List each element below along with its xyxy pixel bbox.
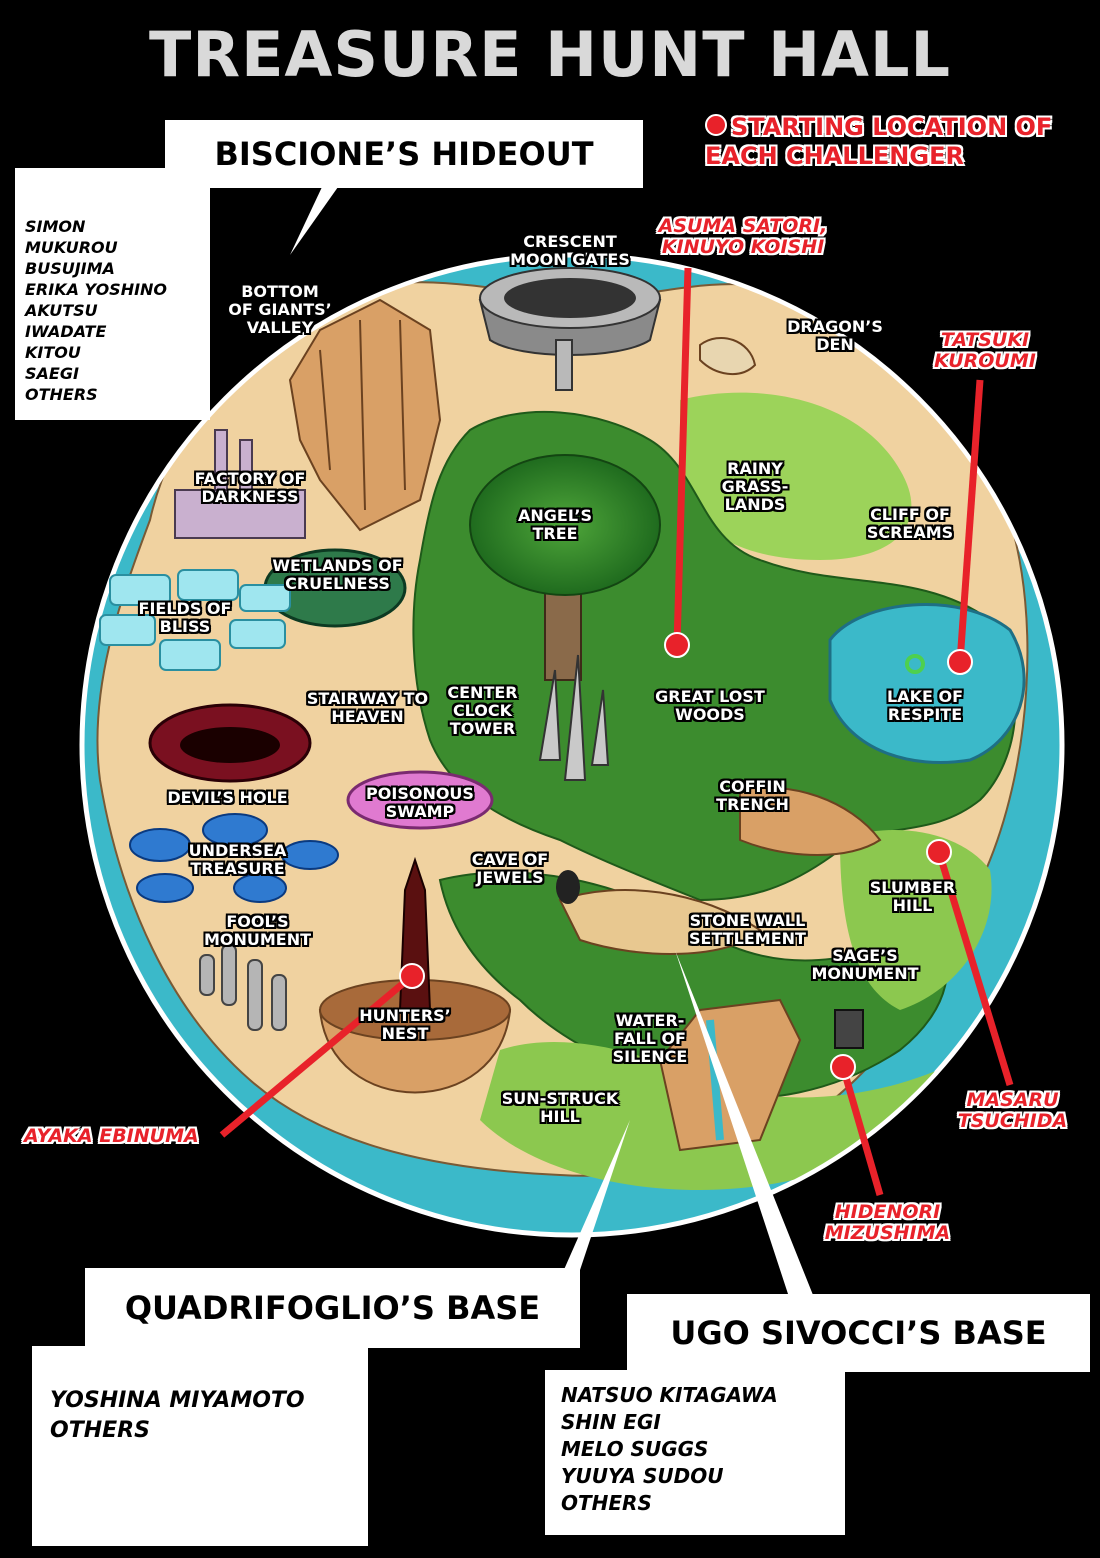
label-sun-struck-hill: SUN-STRUCK HILL: [501, 1089, 619, 1126]
label-great-lost-woods: GREAT LOST WOODS: [655, 687, 765, 724]
marker-tatsuki: [947, 649, 973, 675]
biscione-title-box: BISCIONE’S HIDEOUT: [165, 120, 643, 188]
biscione-title: BISCIONE’S HIDEOUT: [214, 135, 594, 173]
quadrifoglio-members: YOSHINA MIYAMOTO OTHERS: [50, 1388, 305, 1443]
challenger-tatsuki-kuroumi: TATSUKI KUROUMI: [934, 329, 1036, 372]
label-bottom-of-giants-valley: BOTTOM OF GIANTS’ VALLEY: [228, 282, 332, 337]
challenger-hidenori-mizushima: HIDENORI MIZUSHIMA: [824, 1201, 951, 1244]
label-angels-tree: ANGEL’S TREE: [518, 506, 592, 543]
ugo-title: UGO SIVOCCI’S BASE: [670, 1314, 1047, 1352]
legend-marker-icon: [705, 114, 727, 136]
label-cave-of-jewels: CAVE OF JEWELS: [471, 850, 549, 887]
fools-monument-stones: [199, 944, 287, 1031]
lake-of-respite: [828, 603, 1026, 764]
giants-valley-rocks: [288, 298, 442, 532]
hunters-nest: [318, 856, 512, 1094]
label-fields-of-bliss: FIELDS OF BLISS: [138, 599, 232, 636]
challenger-asuma-kinuyo: ASUMA SATORI, KINUYO KOISHI: [658, 215, 828, 258]
label-hunters-nest: HUNTERS’ NEST: [359, 1006, 451, 1043]
biscione-members: SIMON MUKUROU BUSUJIMA ERIKA YOSHINO AKU…: [25, 217, 168, 404]
legend: STARTING LOCATION OF EACH CHALLENGER: [705, 113, 1052, 171]
label-dragons-den: DRAGON’S DEN: [787, 317, 883, 354]
lake-island: [905, 654, 925, 674]
label-waterfall-of-silence: WATER- FALL OF SILENCE: [612, 1011, 688, 1066]
label-wetlands-of-cruelness: WETLANDS OF CRUELNESS: [272, 556, 403, 593]
ugo-members-box: NATSUO KITAGAWA SHIN EGI MELO SUGGS YUUY…: [545, 1370, 845, 1535]
label-fools-monument: FOOL’S MONUMENT: [203, 912, 312, 949]
legend-text: STARTING LOCATION OF EACH CHALLENGER: [705, 113, 1053, 170]
marker-masaru: [926, 839, 952, 865]
poisonous-swamp: [346, 770, 494, 830]
quadrifoglio-members-box: YOSHINA MIYAMOTO OTHERS: [32, 1346, 368, 1546]
slumber-grass: [840, 830, 992, 1010]
label-undersea-treasure: UNDERSEA TREASURE: [188, 841, 287, 878]
quadrifoglio-title-box: QUADRIFOGLIO’S BASE: [85, 1268, 580, 1348]
label-center-clock-tower: CENTER CLOCK TOWER: [447, 683, 518, 738]
label-poisonous-swamp: POISONOUS SWAMP: [366, 784, 474, 821]
label-rainy-grasslands: RAINY GRASS- LANDS: [721, 459, 789, 514]
crescent-moon-gates: [478, 267, 662, 391]
clock-tower-spikes: [538, 654, 610, 781]
angels-tree: [469, 454, 661, 681]
label-stone-wall-settlement: STONE WALL SETTLEMENT: [689, 911, 806, 948]
fields-of-bliss-pools: [99, 569, 291, 671]
coffin-trench: [739, 786, 882, 856]
quadrifoglio-title: QUADRIFOGLIO’S BASE: [124, 1289, 541, 1327]
biscione-pointer: [290, 170, 350, 255]
sage-monument: [834, 1009, 864, 1049]
stone-wall-plateau: [558, 889, 762, 955]
challenger-masaru-tsuchida: MASARU TSUCHIDA: [957, 1089, 1068, 1132]
undersea-pools: [129, 813, 339, 903]
factory-building: [174, 429, 306, 539]
label-factory-of-darkness: FACTORY OF DARKNESS: [194, 469, 306, 506]
waterfall-cliff: [658, 998, 802, 1152]
label-crescent-moon-gates: CRESCENT MOON GATES: [510, 232, 630, 269]
marker-hidenori: [830, 1054, 856, 1080]
ugo-members: NATSUO KITAGAWA SHIN EGI MELO SUGGS YUUY…: [561, 1383, 778, 1515]
label-slumber-hill: SLUMBER HILL: [869, 878, 956, 915]
rainy-grass: [680, 392, 912, 560]
label-cliff-of-screams: CLIFF OF SCREAMS: [866, 505, 954, 542]
label-lake-of-respite: LAKE OF RESPITE: [886, 687, 963, 724]
page-title: TREASURE HUNT HALL: [149, 18, 951, 91]
ugo-pointer: [675, 950, 815, 1300]
label-sages-monument: SAGE’S MONUMENT: [811, 946, 919, 983]
label-devils-hole: DEVIL’S HOLE: [167, 788, 288, 807]
quadrifoglio-pointer: [555, 1120, 630, 1300]
challenger-markers: [219, 267, 1014, 1196]
challenger-ayaka-ebinuma: AYAKA EBINUMA: [24, 1125, 199, 1147]
marker-ayaka: [399, 963, 425, 989]
ugo-title-box: UGO SIVOCCI’S BASE: [627, 1294, 1090, 1372]
label-coffin-trench: COFFIN TRENCH: [716, 777, 789, 814]
dragon-head: [699, 336, 757, 376]
biscione-members-box: SIMON MUKUROU BUSUJIMA ERIKA YOSHINO AKU…: [15, 168, 210, 420]
cave-entrance: [556, 870, 580, 904]
label-stairway-to-heaven: STAIRWAY TO HEAVEN: [306, 689, 429, 726]
marker-asuma: [664, 632, 690, 658]
